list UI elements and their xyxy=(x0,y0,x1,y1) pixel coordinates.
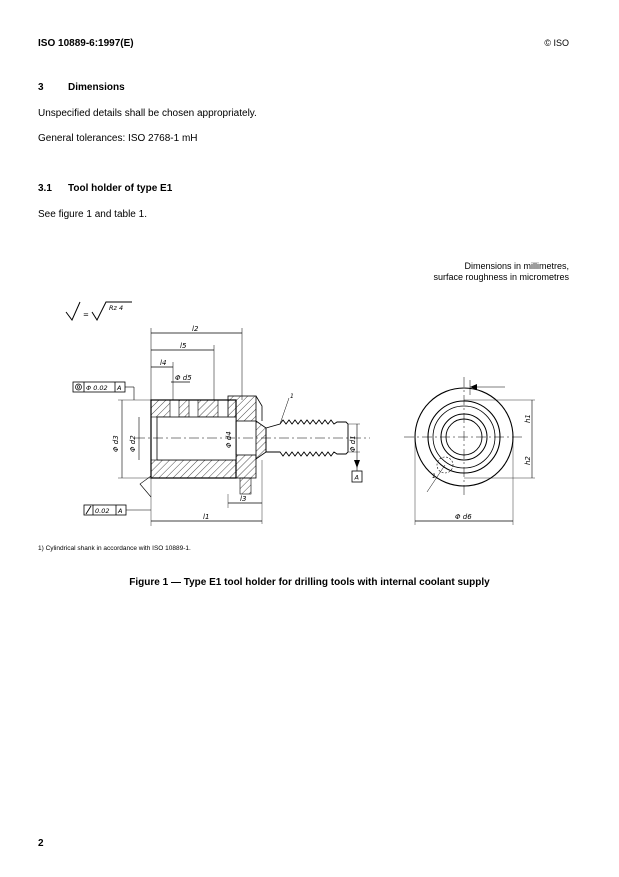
roughness-symbol: = Rz 4 xyxy=(65,301,132,322)
figure-caption: Figure 1 — Type E1 tool holder for drill… xyxy=(129,577,490,588)
section-3-1-heading: 3.1 Tool holder of type E1 xyxy=(38,183,172,194)
dimension-d5: Φ d5 xyxy=(171,374,192,383)
label-l5: l5 xyxy=(180,342,187,350)
section-3-heading: 3 Dimensions xyxy=(38,82,125,93)
dimension-l2: l2 xyxy=(150,325,243,400)
paragraph-see-figure: See figure 1 and table 1. xyxy=(38,209,147,220)
runout-value: 0.02 xyxy=(95,507,109,515)
dimension-l3: l3 xyxy=(227,460,263,524)
end-view: 1 xyxy=(404,377,524,497)
technical-drawing: = Rz 4 l2 l5 l4 Φ d5 Φ 0.02 A xyxy=(65,301,535,526)
label-d4: Φ d4 xyxy=(225,431,233,448)
concentricity-datum: A xyxy=(116,384,121,392)
units-note: Dimensions in millimetres, surface rough… xyxy=(433,261,569,283)
dimension-d3: Φ d3 xyxy=(112,399,151,479)
label-h1: h1 xyxy=(524,414,532,423)
copyright-notice: © ISO xyxy=(544,38,569,48)
dimension-d4: Φ d4 xyxy=(225,421,237,455)
cylindrical-shank: 1 xyxy=(265,393,349,457)
label-d5: Φ d5 xyxy=(175,374,192,382)
label-l2: l2 xyxy=(192,325,199,333)
label-d1: Φ d1 xyxy=(349,435,357,452)
runout-tolerance-frame: 0.02 A xyxy=(83,475,152,516)
page-number: 2 xyxy=(38,838,44,849)
label-h2: h2 xyxy=(524,456,532,465)
label-l4: l4 xyxy=(160,359,166,367)
dimension-l5: l5 xyxy=(151,342,215,400)
label-l1: l1 xyxy=(203,513,209,521)
dimension-d2: Φ d2 xyxy=(129,417,140,460)
runout-icon xyxy=(85,505,92,515)
subsection-title: Tool holder of type E1 xyxy=(68,183,173,194)
section-title: Dimensions xyxy=(68,82,125,93)
label-d3: Φ d3 xyxy=(112,435,120,452)
dimension-l1: l1 xyxy=(150,478,262,526)
paragraph-unspecified-details: Unspecified details shall be chosen appr… xyxy=(38,108,257,119)
label-l3: l3 xyxy=(240,495,246,503)
datum-a-box xyxy=(351,470,363,483)
datum-a-label: A xyxy=(354,474,359,482)
note-1-marker: 1 xyxy=(290,393,294,400)
dimension-d6: Φ d6 xyxy=(414,437,514,525)
concentricity-value: Φ 0.02 xyxy=(86,384,108,392)
dimension-l4: l4 xyxy=(151,359,174,400)
units-line-2: surface roughness in micrometres xyxy=(433,272,569,282)
section-number: 3 xyxy=(38,82,44,93)
paragraph-general-tolerances: General tolerances: ISO 2768-1 mH xyxy=(38,133,198,144)
label-d6: Φ d6 xyxy=(455,513,472,521)
document-standard-id: ISO 10889-6:1997(E) xyxy=(38,38,134,49)
roughness-equals: = xyxy=(83,311,89,319)
figure-footnote: 1) Cylindrical shank in accordance with … xyxy=(38,545,191,552)
subsection-number: 3.1 xyxy=(38,183,52,194)
holder-body-section xyxy=(135,395,370,495)
units-line-1: Dimensions in millimetres, xyxy=(464,261,569,271)
concentricity-icon xyxy=(75,383,82,391)
runout-datum: A xyxy=(117,507,122,515)
concentricity-tolerance-frame: Φ 0.02 A xyxy=(72,381,135,400)
dimension-h1-h2: h1 h2 xyxy=(464,399,535,479)
note-1-marker-end: 1 xyxy=(432,473,436,480)
dimension-d1: Φ d1 A xyxy=(348,423,363,483)
label-d2: Φ d2 xyxy=(129,435,137,452)
roughness-value: Rz 4 xyxy=(109,304,123,312)
